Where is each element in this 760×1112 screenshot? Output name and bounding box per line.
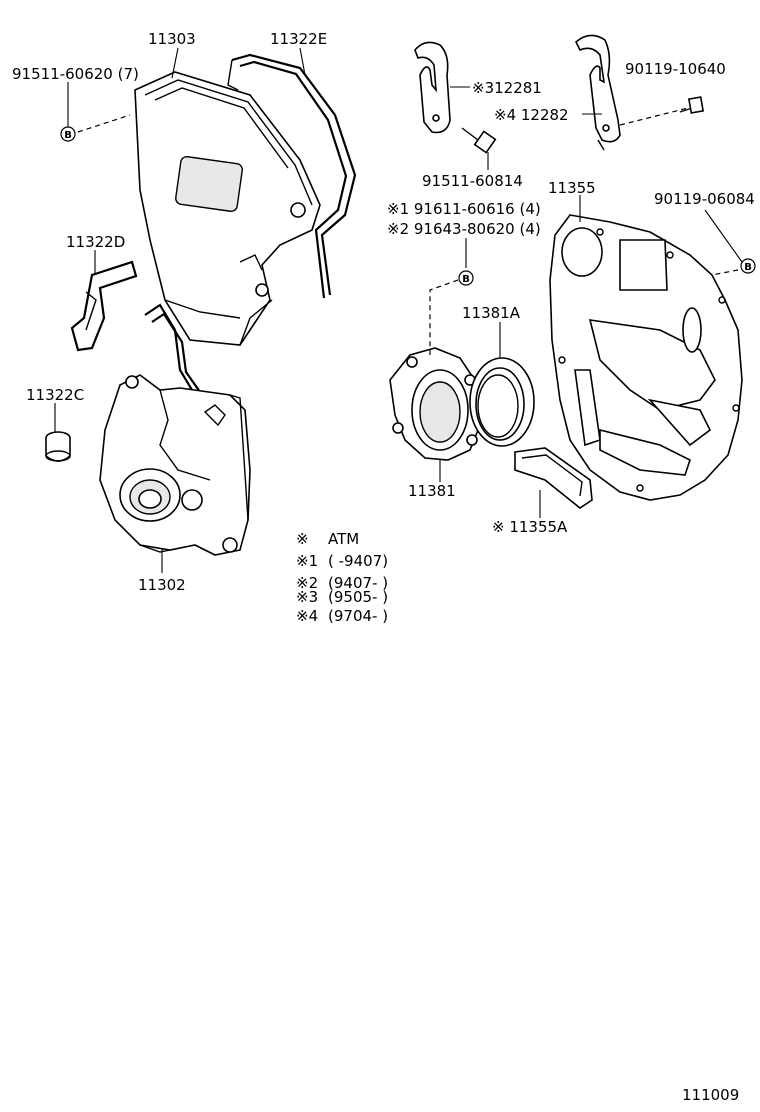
- legend-text: ( -9407): [328, 552, 388, 570]
- bolt-91511-60814: [461, 127, 497, 154]
- legend-text: ATM: [328, 530, 359, 548]
- engine-hanger-312281: [414, 41, 451, 134]
- end-plate-11355: [549, 214, 743, 501]
- bolt-90119-10640: [679, 96, 705, 114]
- legend-mark: ※1: [296, 552, 318, 570]
- label-12282: ※4 12282: [494, 106, 569, 124]
- label-11381a: 11381A: [462, 304, 521, 322]
- gasket-lower-strip: [144, 303, 201, 396]
- marker-b-left: B: [60, 126, 76, 142]
- timing-belt-cover-no2: [134, 71, 321, 346]
- legend-mark: ※4: [296, 607, 318, 625]
- label-11355a: ※ 11355A: [492, 518, 568, 536]
- label-91643: ※2 91643-80620 (4): [387, 220, 541, 238]
- gasket-11322d: [70, 260, 138, 352]
- figure-number: 111009: [682, 1086, 739, 1104]
- label-91511-60620: 91511-60620 (7): [12, 65, 139, 83]
- label-90119-10640: 90119-10640: [625, 60, 726, 78]
- legend-mark: ※: [296, 530, 309, 548]
- label-90119-06084: 90119-06084: [654, 190, 755, 208]
- legend-text: (9407- ): [328, 574, 388, 592]
- svg-text:B: B: [744, 262, 752, 273]
- label-11302: 11302: [138, 576, 186, 594]
- label-11303: 11303: [148, 30, 196, 48]
- label-11322d: 11322D: [66, 233, 125, 251]
- svg-text:B: B: [64, 130, 72, 141]
- marker-b-right: B: [740, 258, 756, 274]
- timing-belt-cover-no1: [99, 374, 251, 556]
- grommet-11322c: [45, 431, 71, 462]
- label-11381: 11381: [408, 482, 456, 500]
- marker-b-center: B: [458, 270, 474, 286]
- engine-hanger-12282: [575, 34, 621, 151]
- legend-mark: ※2: [296, 574, 318, 592]
- label-11322e: 11322E: [270, 30, 327, 48]
- label-312281: ※312281: [472, 79, 542, 97]
- svg-text:B: B: [462, 274, 470, 285]
- label-11355: 11355: [548, 179, 596, 197]
- oil-seal-retainer-11381: [389, 347, 483, 461]
- gasket-11322e: [227, 53, 357, 299]
- label-91511-60814: 91511-60814: [422, 172, 523, 190]
- legend-text: (9505- ): [328, 588, 388, 606]
- leader-lines: [54, 47, 743, 573]
- label-91611: ※1 91611-60616 (4): [387, 200, 541, 218]
- legend-text: (9704- ): [328, 607, 388, 625]
- oil-seal-11381a: [469, 357, 535, 447]
- legend-mark: ※3: [296, 588, 318, 606]
- label-11322c: 11322C: [26, 386, 84, 404]
- cover-11355a: [514, 447, 593, 509]
- legend: ※ ATM ※1 ( -9407) ※2 (9407- ) ※3 (9505- …: [296, 530, 388, 625]
